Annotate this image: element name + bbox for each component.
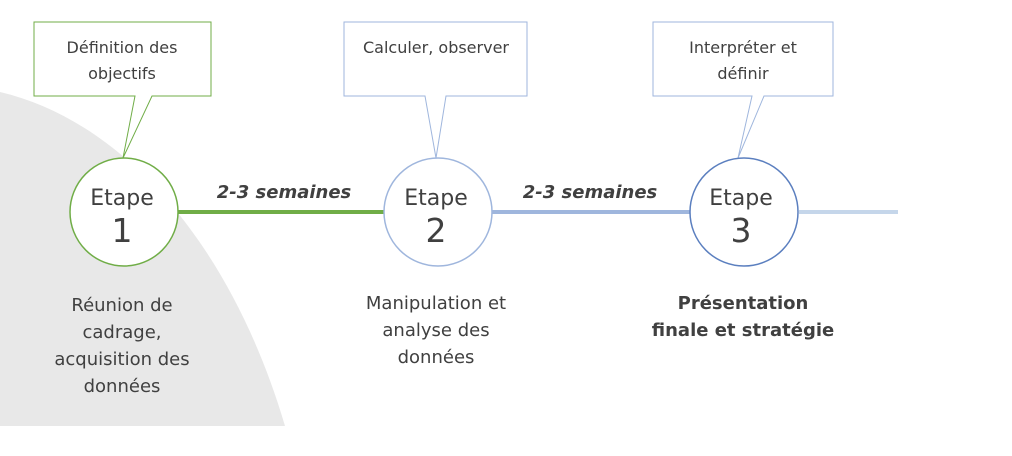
step-2-node: Etape 2: [383, 157, 493, 267]
callout-3-line-1: Interpréter et: [689, 38, 797, 57]
step-2-desc-line-1: Manipulation et: [366, 293, 506, 314]
step-1-description: Réunion de cadrage, acquisition des donn…: [54, 295, 189, 397]
duration-label-1: 2-3 semaines: [217, 182, 352, 203]
step-2-desc-line-3: données: [398, 347, 475, 368]
step-3-node: Etape 3: [689, 157, 799, 267]
step-3-desc-line-2: finale et stratégie: [652, 320, 834, 341]
step-1-desc-line-1: Réunion de: [71, 295, 172, 316]
duration-label-2: 2-3 semaines: [523, 182, 658, 203]
callout-step-3: Interpréter et définir: [652, 21, 834, 159]
callout-1-line-2: objectifs: [88, 64, 156, 83]
step-1-desc-line-2: cadrage,: [82, 322, 161, 343]
callout-3-line-2: définir: [717, 64, 769, 83]
step-1-node: Etape 1: [69, 157, 179, 267]
callout-step-1: Définition des objectifs: [33, 21, 212, 159]
callout-1-line-1: Définition des: [67, 38, 178, 57]
step-1-desc-line-4: données: [84, 376, 161, 397]
step-3-description: Présentation finale et stratégie: [652, 293, 834, 341]
step-2-number: 2: [426, 211, 447, 250]
step-1-desc-line-3: acquisition des: [54, 349, 189, 370]
step-1-word: Etape: [90, 186, 154, 211]
step-3-word: Etape: [709, 186, 773, 211]
step-2-desc-line-2: analyse des: [382, 320, 489, 341]
step-3-desc-line-1: Présentation: [678, 293, 809, 314]
callout-step-2: Calculer, observer: [343, 21, 528, 159]
step-1-number: 1: [112, 211, 133, 250]
step-2-description: Manipulation et analyse des données: [366, 293, 506, 368]
callout-2-line-1: Calculer, observer: [363, 38, 509, 57]
step-3-number: 3: [731, 211, 752, 250]
step-2-word: Etape: [404, 186, 468, 211]
